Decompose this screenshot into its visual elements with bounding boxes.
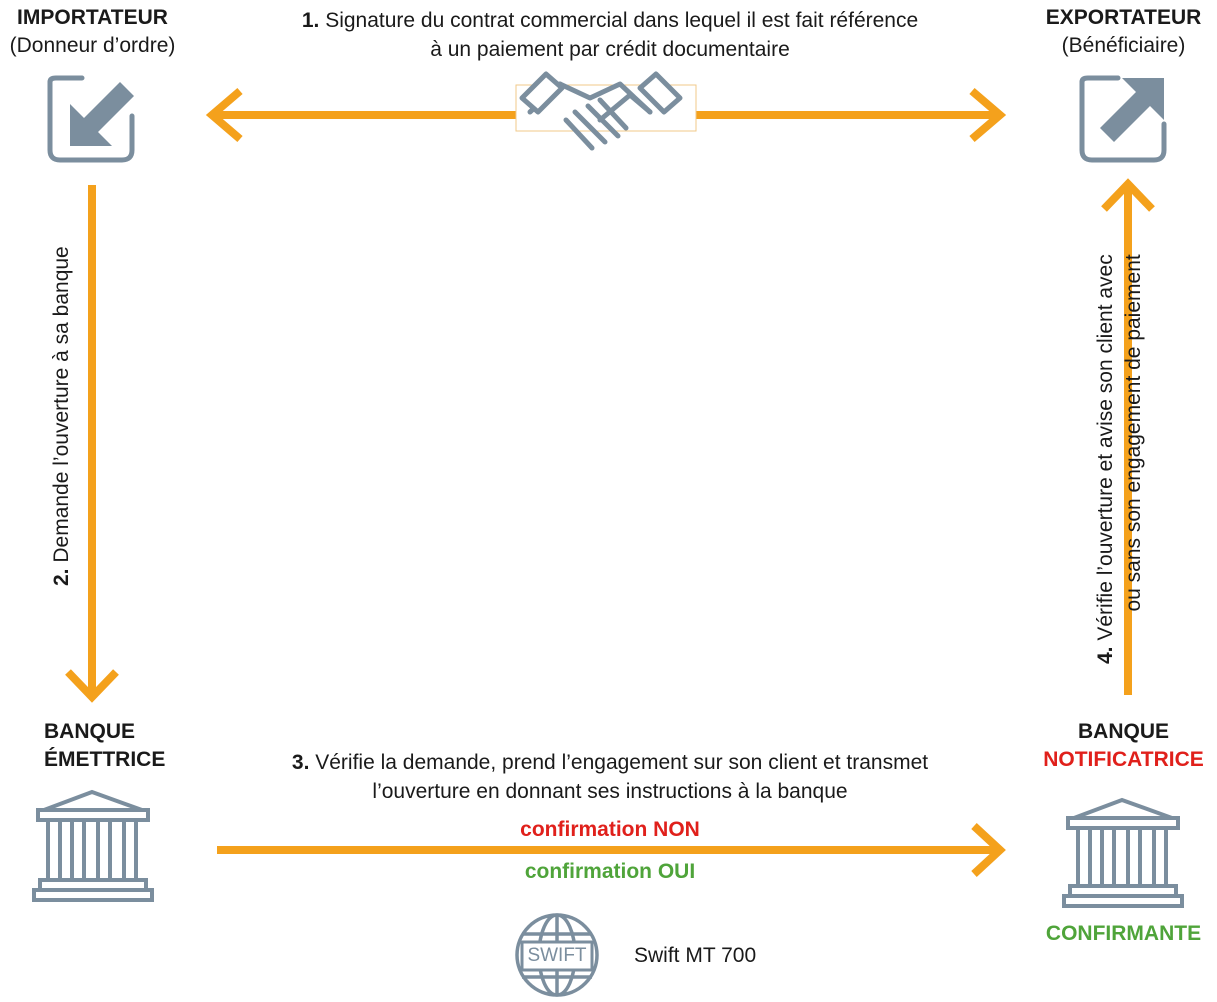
importer-block: IMPORTATEUR (Donneur d’ordre) xyxy=(0,6,185,58)
exporter-block: EXPORTATEUR (Bénéficiaire) xyxy=(1030,6,1217,58)
step1-text: 1. Signature du contrat commercial dans … xyxy=(250,6,970,64)
step3-number: 3. xyxy=(291,751,310,774)
exporter-subtitle: (Bénéficiaire) xyxy=(1061,34,1186,57)
step1-number: 1. xyxy=(301,9,320,32)
advising-bank-line1: BANQUE xyxy=(1077,720,1169,743)
importer-subtitle: (Donneur d’ordre) xyxy=(9,34,176,57)
handshake-icon xyxy=(515,71,697,151)
swift-label: Swift MT 700 xyxy=(634,944,757,967)
issuing-bank-icon xyxy=(32,789,154,902)
step2-number: 2. xyxy=(50,568,73,586)
step1-line2: à un paiement par crédit documentaire xyxy=(430,38,790,61)
issuing-bank-line1: BANQUE xyxy=(44,720,136,743)
confirming-bank-label: CONFIRMANTE xyxy=(1045,922,1202,945)
step4-number: 4. xyxy=(1094,646,1117,664)
importer-title: IMPORTATEUR xyxy=(17,6,168,29)
advising-bank-block: BANQUE NOTIFICATRICE xyxy=(1030,720,1217,772)
step2-label: Demande l’ouverture à sa banque xyxy=(50,246,73,563)
exporter-title: EXPORTATEUR xyxy=(1045,6,1202,29)
issuing-bank-line2: ÉMETTRICE xyxy=(44,748,166,771)
step4-line1: Vérifie l’ouverture et avise son client … xyxy=(1094,254,1117,641)
advising-bank-line2: NOTIFICATRICE xyxy=(1043,748,1204,771)
issuing-bank-block: BANQUE ÉMETTRICE xyxy=(44,720,194,772)
step1-line1: Signature du contrat commercial dans leq… xyxy=(325,9,919,32)
step4-line2: ou sans son engagement de paiement xyxy=(1122,254,1145,612)
import-icon xyxy=(47,75,135,163)
swift-globe-icon xyxy=(515,913,599,997)
export-icon xyxy=(1079,75,1167,163)
notify-up-arrow xyxy=(1101,178,1155,695)
advising-bank-icon xyxy=(1062,797,1184,908)
step4-text: 4. Vérifie l’ouverture et avise son clie… xyxy=(1092,254,1148,664)
swift-logo-text: SWIFT xyxy=(527,945,587,966)
request-down-arrow xyxy=(65,185,119,703)
step3-line2: l’ouverture en donnant ses instructions … xyxy=(372,780,848,803)
step3-line1: Vérifie la demande, prend l’engagement s… xyxy=(315,751,929,774)
confirmation-no-label: confirmation NON xyxy=(520,818,700,841)
transmit-right-arrow xyxy=(217,823,1006,877)
step3-text: 3. Vérifie la demande, prend l’engagemen… xyxy=(250,748,970,806)
step2-text: 2. Demande l’ouverture à sa banque xyxy=(50,246,74,586)
confirmation-yes-label: confirmation OUI xyxy=(524,860,696,883)
